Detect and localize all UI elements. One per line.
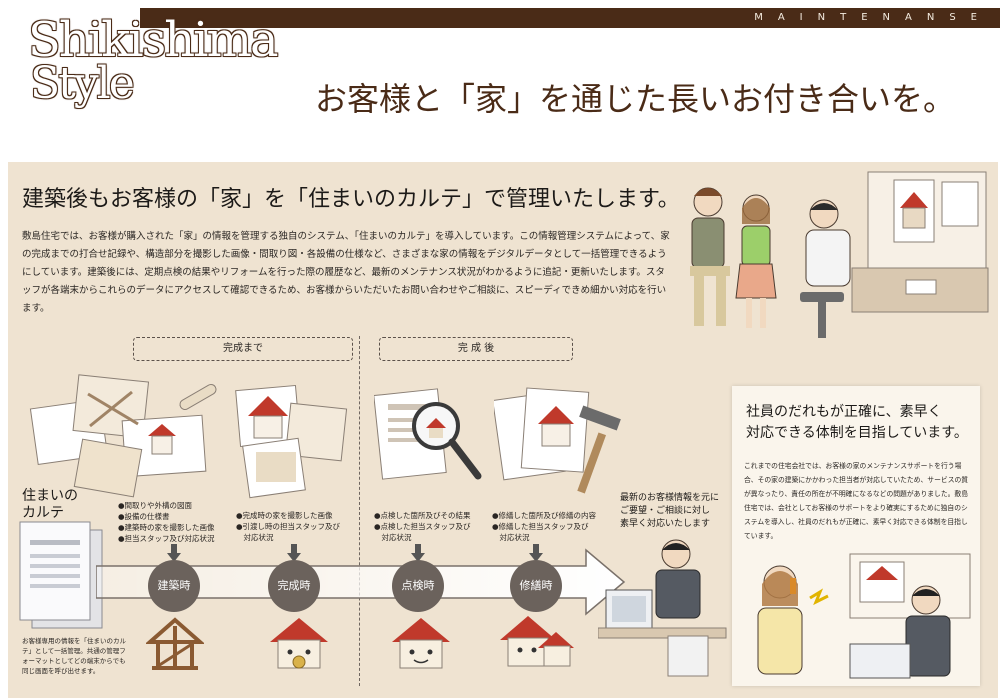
karte-label-line2: カルテ — [22, 505, 64, 521]
house-frame-icon — [146, 617, 204, 670]
step-bullets-completion: ●完成時の家を撮影した画像 ●引渡し時の担当スタッフ及び 対応状況 — [236, 511, 341, 542]
down-arrow-icon — [167, 544, 181, 562]
step-construction: 建築時 — [148, 560, 200, 612]
down-arrow-icon — [411, 544, 425, 562]
latest-info-note: 最新のお客様情報を元に ご要望・ご相談に対し 素早く対応いたします — [620, 493, 720, 529]
intro-paragraph: 敷島住宅では、お客様が購入された「家」の情報を管理する独自のシステム、「住まいの… — [22, 231, 670, 314]
karte-note: お客様専用の情報を「住まいのカルテ」として一括管理。共通の管理フォーマットとして… — [22, 637, 126, 675]
category-label: MAINTENANSE — [754, 12, 992, 23]
karte-file-icon — [19, 521, 103, 629]
step-bullets-inspection: ●点検した箇所及びその結果 ●点検した担当スタッフ及び 対応状況 — [374, 511, 471, 542]
phase-divider — [359, 336, 360, 686]
section-heading: 建築後もお客様の「家」を「住まいのカルテ」で管理いたします。 — [22, 187, 680, 212]
side-heading: 社員のだれもが正確に、素早く 対応できる体制を目指しています。 — [746, 404, 968, 441]
completion-photos-illustration — [235, 384, 348, 499]
staff-computer-illustration — [598, 539, 727, 677]
logo-line2: Style — [30, 58, 135, 109]
page-headline: お客様と「家」を通じた長いお付き合いを。 — [315, 80, 956, 118]
repair-documents-illustration — [494, 387, 621, 494]
logo-line1: Shikishima — [28, 12, 279, 68]
step-bullets-repair: ●修繕した箇所及び修繕の内容 ●修繕した担当スタッフ及び 対応状況 — [492, 511, 597, 542]
phone-support-illustration — [757, 553, 971, 679]
side-paragraph: これまでの住宅会社では、お客様の家のメンテナンスサポートを行う場合、その家の建築… — [744, 462, 969, 540]
step-inspection: 点検時 — [392, 560, 444, 612]
header-bar: MAINTENANSE — [140, 8, 1000, 28]
house-repair-icon — [500, 616, 574, 667]
down-arrow-icon — [529, 544, 543, 562]
house-complete-icon — [270, 618, 328, 669]
step-repair: 修繕時 — [510, 560, 562, 612]
consultation-illustration — [690, 171, 989, 338]
karte-label: 住まいの カルテ — [22, 488, 78, 522]
karte-label-line1: 住まいの — [22, 488, 78, 504]
phase-after-completion: 完 成 後 — [379, 337, 573, 361]
house-inspection-icon — [392, 618, 450, 669]
step-completion: 完成時 — [268, 560, 320, 612]
construction-documents-illustration — [29, 374, 217, 498]
down-arrow-icon — [287, 544, 301, 562]
phase-before-completion: 完成まで — [133, 337, 353, 361]
inspection-report-illustration — [374, 388, 482, 480]
step-bullets-construction: ●間取りや外構の図面 ●設備の仕様書 ●建築時の家を撮影した画像 ●担当スタッフ… — [118, 501, 215, 543]
